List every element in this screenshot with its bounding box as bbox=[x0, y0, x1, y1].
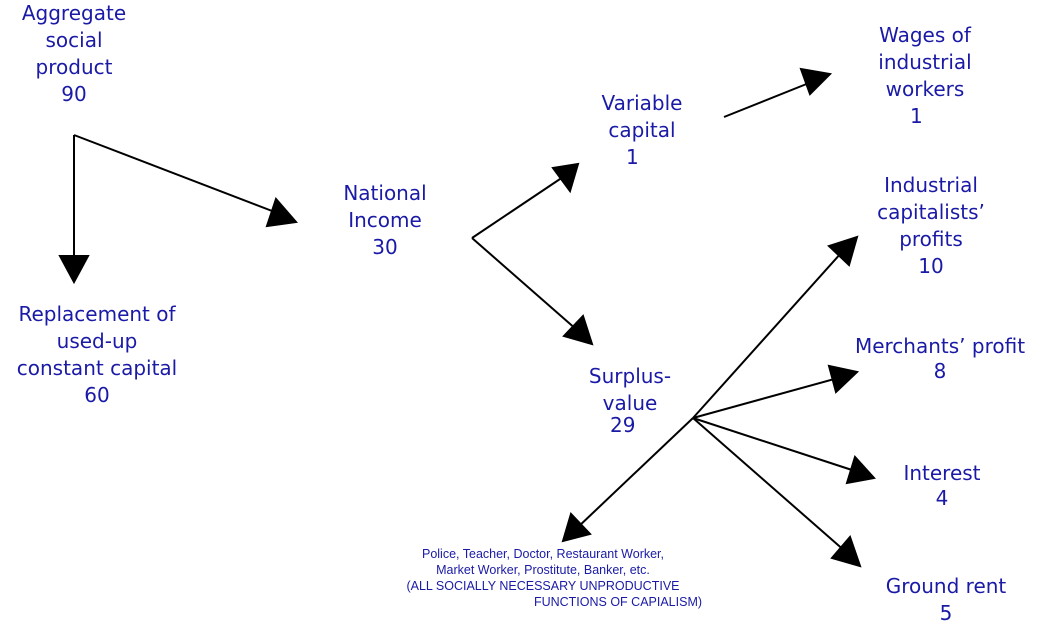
variable-capital-line-1: Variable bbox=[601, 91, 683, 115]
arrowhead-merchants-profit bbox=[827, 364, 860, 394]
wages-node: Wages of industrial workers 1 bbox=[860, 22, 990, 130]
national-income-value: 30 bbox=[372, 235, 398, 259]
aggregate-line-3: product bbox=[35, 55, 113, 79]
unproductive-line-1: Police, Teacher, Doctor, Restaurant Work… bbox=[421, 547, 665, 561]
aggregate-social-product-node: Aggregate social product 90 bbox=[1, 0, 147, 108]
aggregate-value: 90 bbox=[61, 82, 87, 106]
national-income-line-1: National bbox=[343, 181, 427, 205]
surplus-value-line-2: value bbox=[602, 391, 658, 415]
arrow-to-interest bbox=[692, 417, 856, 472]
arrowhead-interest bbox=[845, 455, 876, 485]
industrial-profits-line-2: capitalists’ bbox=[877, 200, 985, 224]
national-income-node: National Income 30 bbox=[320, 180, 450, 261]
arrow-to-wages bbox=[723, 80, 815, 118]
arrowhead-industrial-profits bbox=[827, 235, 859, 267]
merchants-profit-node: Merchants’ profit 8 bbox=[842, 333, 1038, 382]
unproductive-line-3: (ALL SOCIALLY NECESSARY UNPRODUCTIVE bbox=[406, 579, 680, 593]
merchants-profit-value: 8 bbox=[933, 359, 947, 383]
wages-line-3: workers bbox=[885, 77, 965, 101]
industrial-profits-line-1: Industrial bbox=[884, 173, 978, 197]
arrowhead-surplus-value bbox=[562, 314, 594, 346]
interest-line-1: Interest bbox=[903, 461, 981, 485]
variable-capital-value: 1 bbox=[626, 145, 639, 169]
arrowhead-unproductive bbox=[561, 512, 592, 543]
replacement-value: 60 bbox=[84, 383, 110, 407]
arrow-to-merchants-profit bbox=[692, 377, 839, 419]
interest-value: 4 bbox=[935, 486, 949, 510]
arrowhead-variable-capital bbox=[551, 162, 580, 194]
arrowhead-replacement bbox=[58, 255, 90, 285]
surplus-value-node: Surplus- value 29 bbox=[580, 363, 680, 437]
industrial-profits-node: Industrial capitalists’ profits 10 bbox=[860, 172, 1002, 280]
arrow-to-national-income bbox=[73, 134, 281, 215]
variable-capital-line-2: capital bbox=[608, 118, 676, 142]
unproductive-line-4: FUNCTIONS OF CAPIALISM) bbox=[533, 595, 703, 609]
arrowhead-wages bbox=[799, 67, 833, 96]
arrowhead-national-income bbox=[265, 197, 298, 228]
replacement-node: Replacement of used-up constant capital … bbox=[2, 301, 192, 409]
variable-capital-node: Variable capital 1 bbox=[577, 90, 707, 171]
wages-line-1: Wages of bbox=[879, 23, 971, 47]
interest-node: Interest 4 bbox=[880, 460, 1004, 509]
aggregate-line-2: social bbox=[45, 28, 103, 52]
ground-rent-node: Ground rent 5 bbox=[868, 573, 1024, 626]
merchants-profit-line-1: Merchants’ profit bbox=[854, 334, 1026, 358]
arrow-to-industrial-profits bbox=[692, 251, 843, 419]
arrow-to-ground-rent bbox=[692, 417, 847, 553]
arrow-to-unproductive bbox=[576, 417, 694, 529]
replacement-line-2: used-up bbox=[56, 329, 138, 353]
arrow-to-variable-capital bbox=[471, 174, 567, 239]
industrial-profits-value: 10 bbox=[918, 254, 944, 278]
replacement-line-1: Replacement of bbox=[18, 302, 176, 326]
national-income-line-2: Income bbox=[348, 208, 422, 232]
arrow-to-surplus-value bbox=[471, 237, 578, 331]
ground-rent-value: 5 bbox=[939, 601, 953, 625]
unproductive-functions-note: Police, Teacher, Doctor, Restaurant Work… bbox=[358, 546, 728, 610]
replacement-line-3: constant capital bbox=[16, 356, 178, 380]
wages-line-2: industrial bbox=[878, 50, 972, 74]
industrial-profits-line-3: profits bbox=[899, 227, 963, 251]
ground-rent-line-1: Ground rent bbox=[885, 574, 1007, 598]
wages-value: 1 bbox=[910, 104, 923, 128]
aggregate-line-1: Aggregate bbox=[21, 1, 127, 25]
arrowhead-ground-rent bbox=[830, 535, 862, 568]
surplus-value-value: 29 bbox=[610, 413, 636, 437]
unproductive-line-2: Market Worker, Prostitute, Banker, etc. bbox=[436, 563, 650, 577]
surplus-value-line-1: Surplus- bbox=[588, 364, 672, 388]
